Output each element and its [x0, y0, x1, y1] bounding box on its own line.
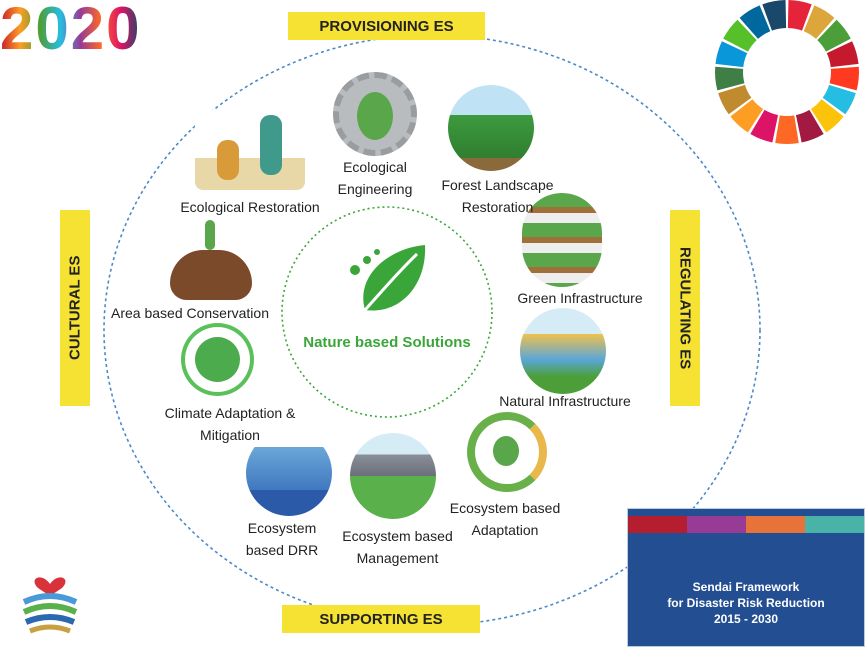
sdg-wheel-segment [775, 115, 799, 144]
sdg-wheel-segment [822, 84, 856, 115]
center-title: Nature based Solutions [303, 334, 471, 351]
inner-dotted-circle [281, 206, 493, 418]
sendai-title: Sendai Framework [692, 580, 800, 594]
sendai-subtitle: for Disaster Risk Reduction [667, 596, 825, 610]
sdg-wheel-segment [739, 5, 771, 39]
supporting-es-label: SUPPORTING ES [282, 605, 480, 633]
sdg-wheel-segment [803, 5, 835, 39]
sdg-wheel-segment [795, 109, 824, 143]
color-stripes [628, 516, 864, 533]
sdg-wheel-segment [730, 99, 764, 133]
sdg-wheel-segment [762, 0, 787, 31]
city-icon [520, 308, 606, 394]
sdg-wheel-segment [817, 19, 851, 52]
label-natural-infrastructure: Natural Infrastructure [499, 393, 631, 409]
label-climate-adaptation: Climate Adaptation &Mitigation [164, 405, 296, 443]
label-green-infrastructure: Green Infrastructure [517, 290, 643, 306]
sdg-wheel-segment [715, 41, 748, 68]
sdg-wheel-segment [826, 41, 859, 68]
logo-2020: 2020 [0, 0, 141, 63]
leaf-icon [350, 245, 426, 312]
water-heart-logo [22, 577, 78, 634]
sendai-framework-panel: Sendai Framework for Disaster Risk Reduc… [627, 508, 865, 647]
ecological-restoration-icon [195, 110, 305, 190]
regulating-es-label: REGULATING ES [670, 210, 700, 406]
outer-dashed-circle [103, 34, 761, 626]
adaptation-cycle-icon [467, 412, 547, 492]
soil-sprout-icon [170, 220, 252, 300]
sdg-wheel [715, 0, 859, 144]
globe-recycle-icon [195, 337, 240, 382]
mountains-icon [350, 433, 436, 519]
label-ecological-restoration: Ecological Restoration [180, 199, 320, 215]
sdg-wheel-segment [718, 84, 752, 115]
gear-leaf-icon [333, 72, 417, 156]
sdg-wheel-segment [829, 66, 859, 91]
sdg-wheel-segment [715, 66, 745, 91]
cultural-es-label: CULTURAL ES [60, 210, 90, 406]
sdg-wheel-segment [810, 99, 844, 133]
label-area-based-conservation: Area based Conservation [111, 305, 269, 321]
forest-icon [448, 85, 534, 171]
sdg-wheel-segment [787, 0, 812, 31]
sendai-years: 2015 - 2030 [713, 612, 779, 626]
vertical-garden-icon [522, 193, 602, 287]
provisioning-es-label: PROVISIONING ES [288, 12, 485, 40]
sdg-wheel-segment [750, 109, 779, 143]
buildings-water-icon [246, 430, 332, 516]
sdg-wheel-segment [723, 19, 757, 52]
